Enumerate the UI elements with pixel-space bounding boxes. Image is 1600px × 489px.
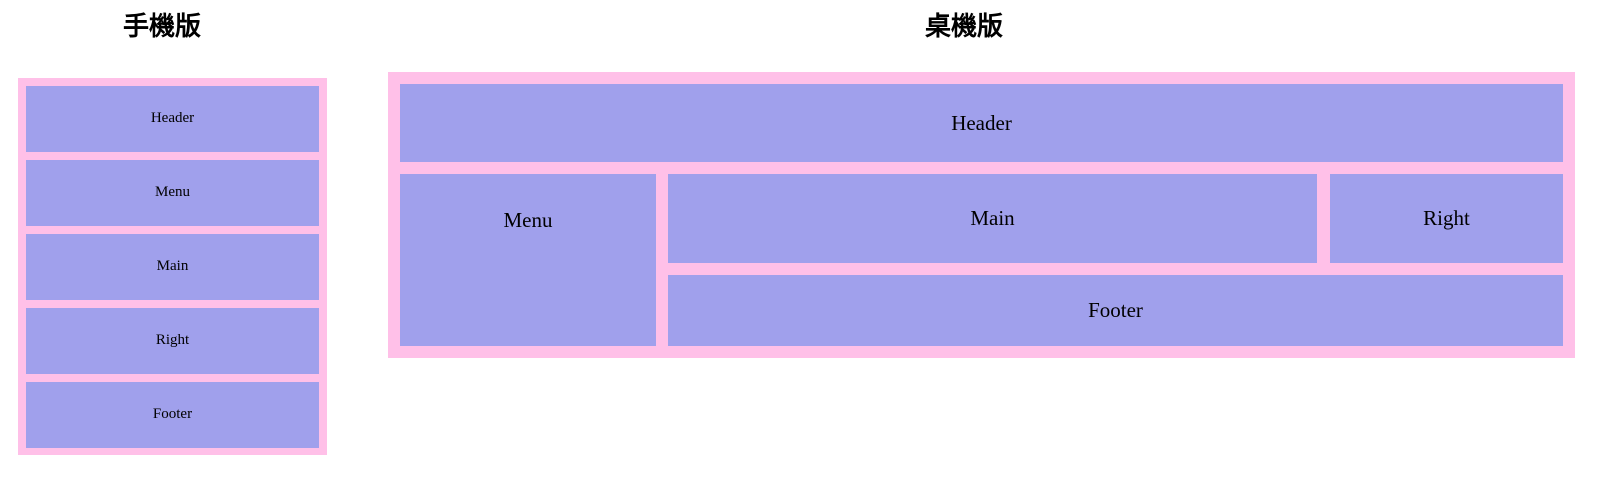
mobile-block-right-label: Right — [155, 332, 190, 348]
desktop-block-header: Header — [400, 84, 1563, 162]
mobile-block-main-label: Main — [156, 258, 189, 274]
desktop-block-right-label: Right — [1423, 206, 1470, 230]
mobile-layout-container: Header Menu Main Right Footer — [18, 78, 327, 455]
mobile-block-main: Main — [26, 234, 319, 300]
mobile-block-footer: Footer — [26, 382, 319, 448]
mobile-block-header: Header — [26, 86, 319, 152]
desktop-layout-container: Header Menu Main Right Footer — [388, 72, 1575, 358]
mobile-block-menu-label: Menu — [155, 184, 190, 200]
mobile-layout-title: 手機版 — [123, 12, 202, 42]
desktop-block-footer-label: Footer — [1088, 298, 1143, 322]
desktop-block-main: Main — [668, 174, 1317, 263]
mobile-block-right: Right — [26, 308, 319, 374]
desktop-block-menu-label: Menu — [503, 208, 553, 232]
desktop-block-main-label: Main — [970, 206, 1015, 230]
mobile-block-header-label: Header — [150, 110, 195, 126]
mobile-block-footer-label: Footer — [152, 406, 193, 422]
desktop-block-menu: Menu — [400, 174, 656, 346]
desktop-block-header-label: Header — [951, 111, 1012, 135]
desktop-block-right: Right — [1330, 174, 1563, 263]
mobile-block-menu: Menu — [26, 160, 319, 226]
desktop-block-footer: Footer — [668, 275, 1563, 346]
desktop-layout-title: 桌機版 — [925, 12, 1004, 42]
